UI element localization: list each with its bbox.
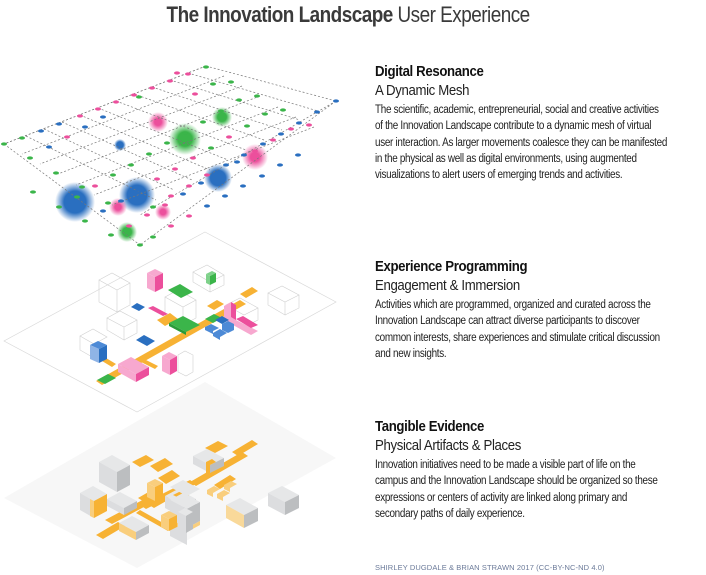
tangible-evidence-layer [4, 382, 336, 568]
digital-resonance-layer [1, 65, 339, 247]
credit-line: SHIRLEY DUGDALE & BRIAN STRAWN 2017 (CC-… [375, 563, 605, 572]
section-subheading: Physical Artifacts & Places [375, 437, 522, 454]
section-experience-programming: Experience Programming Engagement & Imme… [375, 258, 675, 362]
title-light: User Experience [397, 2, 531, 27]
section-body: Activities which are programmed, organiz… [375, 299, 660, 360]
green-activity-blocks [97, 271, 222, 384]
buildings [80, 449, 299, 545]
glow-blobs [55, 107, 268, 242]
experience-programming-layer [3, 231, 337, 413]
section-subheading: A Dynamic Mesh [375, 82, 470, 99]
section-subheading: Engagement & Immersion [375, 277, 520, 294]
section-heading: Tangible Evidence [375, 418, 484, 435]
section-body: Innovation initiatives need to be made a… [375, 459, 658, 520]
blue-activity-blocks [90, 303, 234, 363]
page-title: The Innovation Landscape User Experience [45, 2, 652, 28]
mesh-grid [3, 65, 337, 246]
mesh-nodes [1, 65, 339, 247]
section-digital-resonance: Digital Resonance A Dynamic Mesh The sci… [375, 63, 675, 183]
section-body: The scientific, academic, entrepreneuria… [375, 104, 668, 182]
path-network [96, 440, 258, 539]
title-bold: The Innovation Landscape [166, 2, 394, 27]
section-tangible-evidence: Tangible Evidence Physical Artifacts & P… [375, 418, 675, 522]
section-heading: Digital Resonance [375, 63, 484, 80]
wireframe-buildings [79, 264, 300, 377]
section-heading: Experience Programming [375, 258, 528, 275]
pink-activity-blocks [118, 269, 258, 382]
